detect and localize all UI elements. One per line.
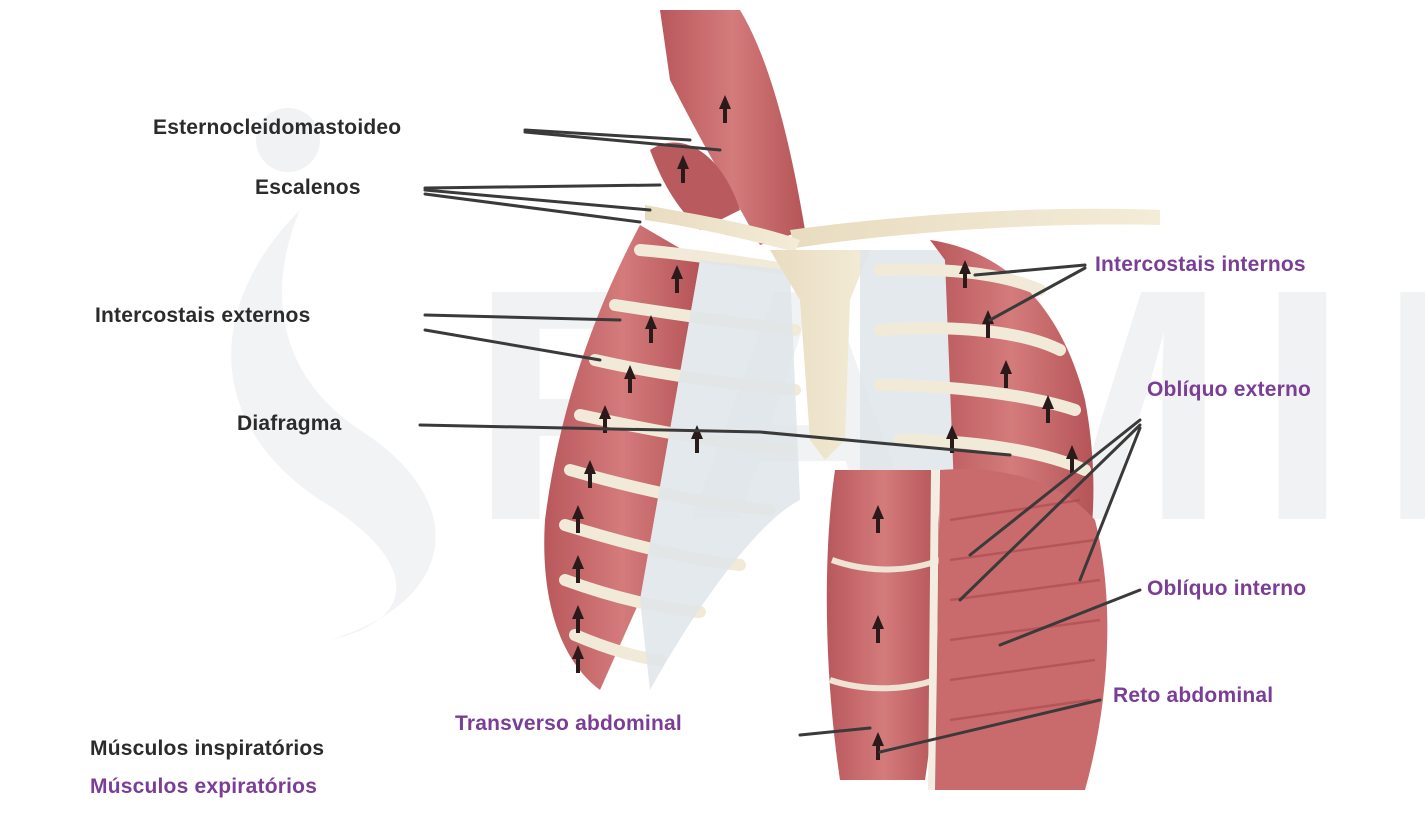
legend-expiratory: Músculos expiratórios (90, 775, 317, 799)
label-internal-oblique: Oblíquo interno (1147, 577, 1306, 601)
label-sternocleidomastoid: Esternocleidomastoideo (153, 116, 401, 140)
label-rectus-abdominis: Reto abdominal (1113, 684, 1273, 708)
label-scalenes: Escalenos (255, 176, 361, 200)
legend-inspiratory: Músculos inspiratórios (90, 737, 324, 761)
label-diaphragm: Diafragma (237, 412, 342, 436)
label-transversus-abdominis: Transverso abdominal (455, 712, 682, 736)
linea-alba (932, 470, 935, 790)
rectus-abdominis-muscle (827, 470, 940, 780)
label-external-intercostals: Intercostais externos (95, 304, 310, 328)
clavicle-right-bone (790, 209, 1160, 248)
label-external-oblique: Oblíquo externo (1147, 378, 1311, 402)
label-internal-intercostals: Intercostais internos (1095, 253, 1306, 277)
